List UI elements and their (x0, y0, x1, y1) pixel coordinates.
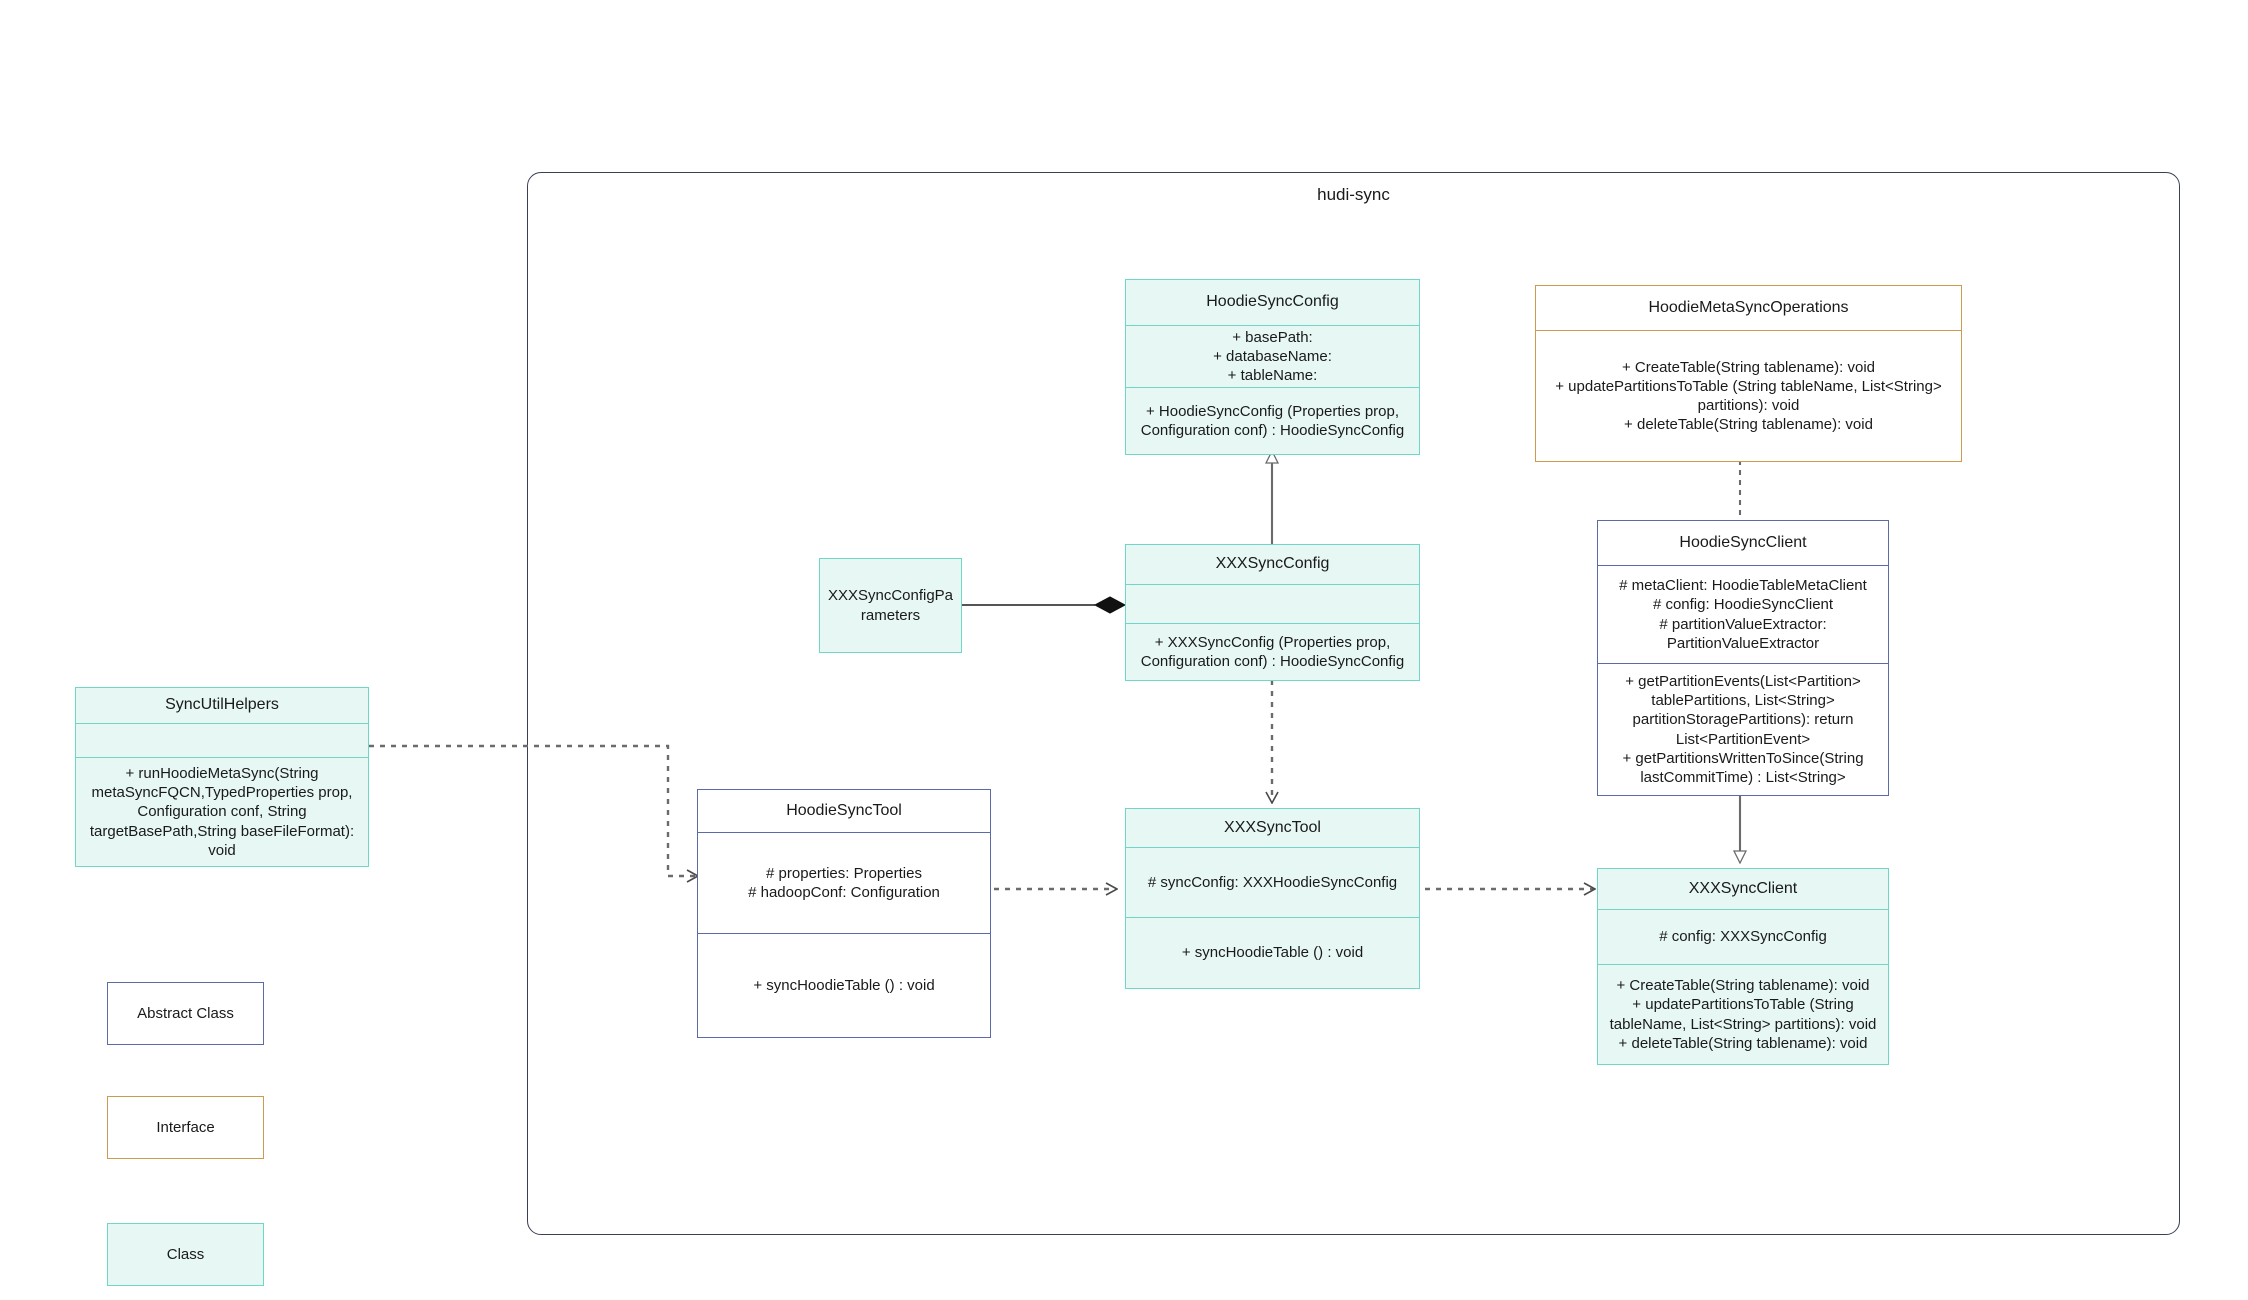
class-attributes-hoodie-sync-client: # metaClient: HoodieTableMetaClient # co… (1598, 565, 1888, 663)
class-attributes-xxx-sync-client: # config: XXXSyncConfig (1598, 909, 1888, 964)
class-box-sync-util-helpers[interactable]: SyncUtilHelpers + runHoodieMetaSync(Stri… (75, 687, 369, 867)
legend-label-abstract-class: Abstract Class (137, 1005, 234, 1022)
legend-label-interface: Interface (156, 1119, 215, 1136)
class-title-xxx-sync-tool: XXXSyncTool (1224, 818, 1321, 836)
class-attributes-sync-util-helpers (76, 722, 368, 757)
class-title-hoodie-sync-client: HoodieSyncClient (1679, 533, 1807, 551)
package-title: hudi-sync (1317, 185, 1390, 204)
class-methods-hoodie-meta-sync-operations: + CreateTable(String tablename): void + … (1536, 330, 1961, 461)
class-box-xxx-sync-client[interactable]: XXXSyncClient # config: XXXSyncConfig + … (1597, 868, 1889, 1065)
class-methods-xxx-sync-client: + CreateTable(String tablename): void + … (1598, 964, 1888, 1064)
class-methods-xxx-sync-config: + XXXSyncConfig (Properties prop, Config… (1126, 623, 1419, 680)
class-title-hoodie-sync-tool: HoodieSyncTool (786, 801, 902, 819)
class-methods-hoodie-sync-client: + getPartitionEvents(List<Partition> tab… (1598, 663, 1888, 795)
class-title-xxx-sync-config: XXXSyncConfig (1215, 555, 1330, 573)
class-attributes-xxx-sync-tool: # syncConfig: XXXHoodieSyncConfig (1126, 847, 1419, 917)
class-box-xxx-sync-config-parameters[interactable]: XXXSyncConfigParameters (819, 558, 962, 653)
class-attributes-xxx-sync-config (1126, 584, 1419, 623)
class-methods-hoodie-sync-config: + HoodieSyncConfig (Properties prop, Con… (1126, 387, 1419, 454)
class-title-xxx-sync-config-parameters: XXXSyncConfigParameters (827, 587, 954, 624)
class-title-xxx-sync-client: XXXSyncClient (1688, 879, 1798, 897)
legend-item-class: Class (107, 1223, 264, 1286)
legend-label-class: Class (166, 1246, 205, 1263)
class-methods-hoodie-sync-tool: + syncHoodieTable () : void (698, 933, 990, 1037)
class-attributes-hoodie-sync-config: + basePath: + databaseName: + tableName: (1126, 325, 1419, 387)
class-box-hoodie-meta-sync-operations[interactable]: HoodieMetaSyncOperations + CreateTable(S… (1535, 285, 1962, 462)
class-box-xxx-sync-config[interactable]: XXXSyncConfig + XXXSyncConfig (Propertie… (1125, 544, 1420, 681)
legend-item-abstract-class: Abstract Class (107, 982, 264, 1045)
legend-item-interface: Interface (107, 1096, 264, 1159)
class-box-xxx-sync-tool[interactable]: XXXSyncTool # syncConfig: XXXHoodieSyncC… (1125, 808, 1420, 989)
package-hudi-sync: hudi-sync (527, 172, 2180, 1235)
class-title-sync-util-helpers: SyncUtilHelpers (165, 696, 279, 714)
class-title-hoodie-meta-sync-operations: HoodieMetaSyncOperations (1648, 298, 1849, 316)
class-attributes-hoodie-sync-tool: # properties: Properties # hadoopConf: C… (698, 832, 990, 933)
class-box-hoodie-sync-client[interactable]: HoodieSyncClient # metaClient: HoodieTab… (1597, 520, 1889, 796)
class-box-hoodie-sync-config[interactable]: HoodieSyncConfig + basePath: + databaseN… (1125, 279, 1420, 455)
class-title-hoodie-sync-config: HoodieSyncConfig (1206, 293, 1339, 311)
class-box-hoodie-sync-tool[interactable]: HoodieSyncTool # properties: Properties … (697, 789, 991, 1038)
class-methods-sync-util-helpers: + runHoodieMetaSync(String metaSyncFQCN,… (76, 757, 368, 866)
class-methods-xxx-sync-tool: + syncHoodieTable () : void (1126, 917, 1419, 988)
